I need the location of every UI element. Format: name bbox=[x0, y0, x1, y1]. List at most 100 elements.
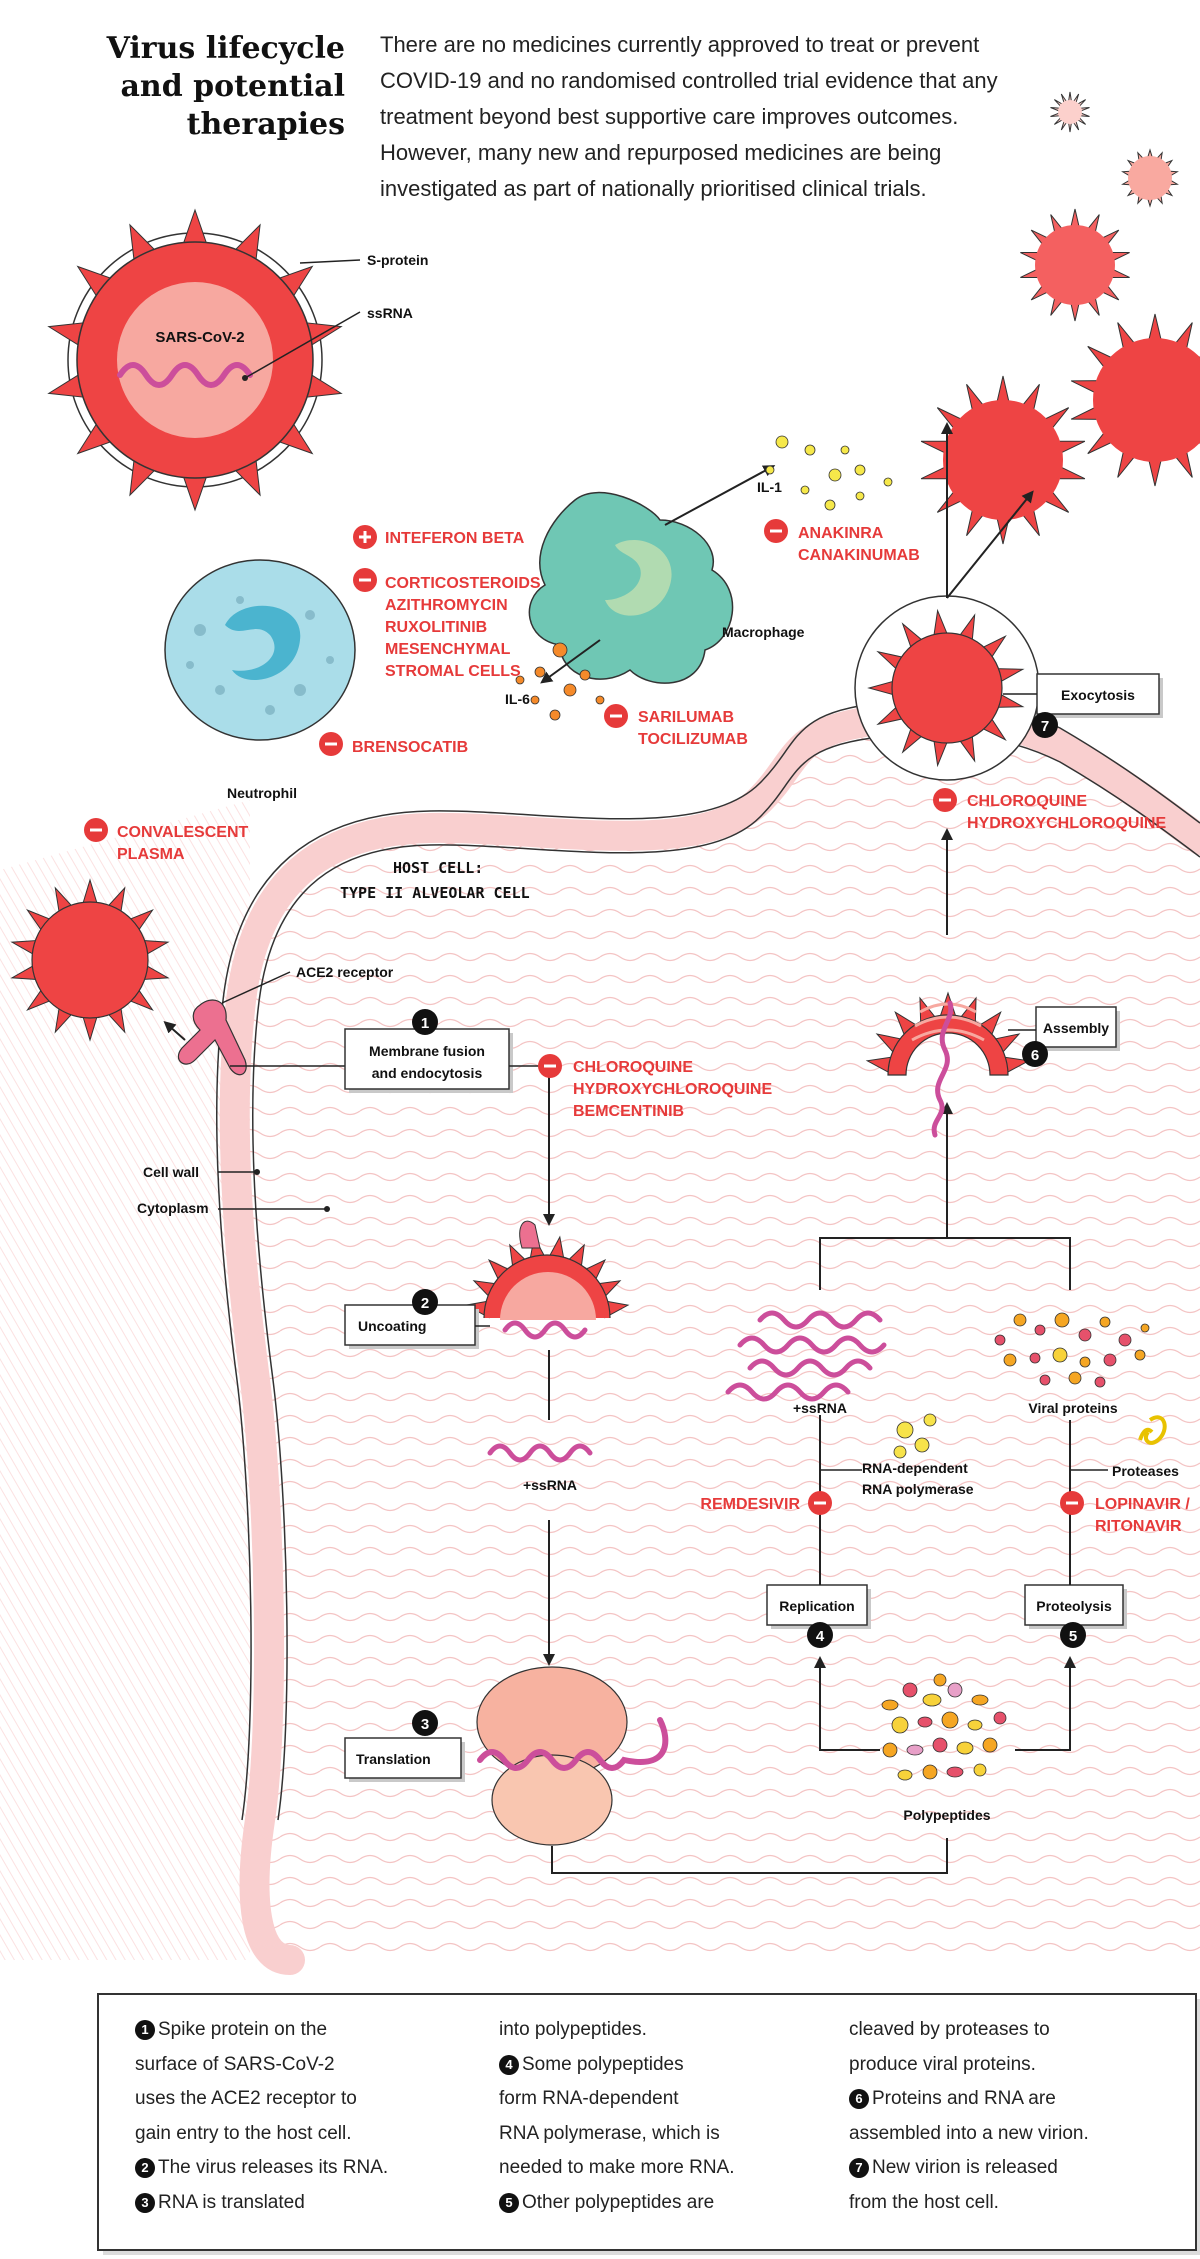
particle bbox=[923, 1413, 937, 1427]
particle bbox=[854, 464, 866, 476]
particle bbox=[994, 1334, 1006, 1346]
particle bbox=[947, 1682, 963, 1698]
particle bbox=[881, 1699, 899, 1711]
step-2-box bbox=[344, 1304, 476, 1346]
legend-text: Proteins and RNA are bbox=[872, 2088, 1056, 2109]
drug-ritonavir: RITONAVIR bbox=[1095, 1518, 1182, 1535]
ace2-label: ACE2 receptor bbox=[296, 964, 394, 980]
step-7-number-text: 7 bbox=[1041, 718, 1049, 735]
step-5-box bbox=[1024, 1584, 1124, 1626]
uncoating-virion bbox=[464, 1220, 630, 1340]
viral-proteins-label: Viral proteins bbox=[1028, 1400, 1117, 1416]
step-4-box bbox=[766, 1584, 868, 1626]
step-6-box bbox=[1035, 1006, 1117, 1048]
legend-text: surface of SARS-CoV-2 bbox=[135, 2053, 335, 2075]
particle bbox=[1103, 1353, 1117, 1367]
proteases-label: Proteases bbox=[1112, 1463, 1179, 1479]
il1-label: IL-1 bbox=[757, 479, 782, 495]
particle bbox=[946, 1766, 964, 1778]
legend-column-3: cleaved by proteases to produce viral pro… bbox=[849, 2013, 1089, 2220]
host-cell-title-2: TYPE II ALVEOLAR CELL bbox=[340, 884, 530, 902]
particle bbox=[530, 695, 540, 705]
legend-text: cleaved by proteases to bbox=[849, 2019, 1050, 2040]
drug-cortico-4: MESENCHYMAL bbox=[385, 641, 511, 658]
legend-step-number: 7 bbox=[849, 2158, 869, 2178]
assembly-virion bbox=[865, 991, 1031, 1138]
legend-text: Other polypeptides are bbox=[522, 2191, 715, 2213]
legend-line: cleaved by proteases to bbox=[849, 2013, 1089, 2048]
particle bbox=[579, 669, 591, 681]
small-virion bbox=[1050, 91, 1090, 133]
small-virion-body bbox=[1128, 156, 1172, 200]
particle bbox=[1078, 1328, 1092, 1342]
particle bbox=[922, 1764, 938, 1780]
step-6-label: Assembly bbox=[1043, 1020, 1109, 1036]
legend-text: produce viral proteins. bbox=[849, 2053, 1036, 2075]
therapy-plasma: CONVALESCENT PLASMA bbox=[84, 818, 248, 863]
therapy-sarilumab: SARILUMAB TOCILIZUMAB bbox=[604, 704, 748, 748]
particle bbox=[824, 499, 836, 511]
particle bbox=[897, 1769, 913, 1781]
therapy-brensocatib: BRENSOCATIB bbox=[319, 732, 468, 756]
legend-step-number: 2 bbox=[135, 2158, 155, 2178]
particle bbox=[515, 675, 525, 685]
polypeptides-label: Polypeptides bbox=[903, 1807, 990, 1823]
legend-step-number: 5 bbox=[499, 2192, 519, 2213]
particle bbox=[1029, 1352, 1041, 1364]
protease-icon bbox=[1138, 1415, 1167, 1445]
particle bbox=[891, 1716, 909, 1734]
particle bbox=[775, 435, 789, 449]
step-1-label-2: and endocytosis bbox=[372, 1065, 483, 1081]
particle bbox=[800, 485, 810, 495]
particle bbox=[902, 1682, 918, 1698]
step-7-box bbox=[1036, 673, 1160, 715]
therapy-remdesivir: REMDESIVIR bbox=[700, 1491, 832, 1515]
particle bbox=[1140, 1323, 1150, 1333]
legend-line: uses the ACE2 receptor to bbox=[135, 2082, 388, 2117]
particle bbox=[967, 1719, 983, 1731]
drug-chloroquine-entry-2: HYDROXYCHLOROQUINE bbox=[573, 1081, 772, 1098]
drug-anakinra: ANAKINRA bbox=[798, 525, 884, 542]
therapy-interferon: INTEFERON BETA bbox=[353, 525, 525, 549]
drug-canakinumab: CANAKINUMAB bbox=[798, 547, 920, 564]
entry-virion bbox=[10, 878, 170, 1042]
step-2-label: Uncoating bbox=[358, 1318, 426, 1334]
legend-text: RNA polymerase, which is bbox=[499, 2122, 720, 2144]
legend-line: into polypeptides. bbox=[499, 2013, 735, 2048]
legend-text: form RNA-dependent bbox=[499, 2088, 679, 2109]
legend-step-number: 6 bbox=[849, 2089, 869, 2109]
ace2-receptor bbox=[177, 999, 247, 1076]
exocytosis-vesicle bbox=[854, 595, 1040, 781]
particle bbox=[552, 642, 568, 658]
particle bbox=[956, 1741, 974, 1755]
small-virion bbox=[1020, 208, 1130, 322]
drug-sarilumab: SARILUMAB bbox=[638, 709, 734, 726]
legend-line: needed to make more RNA. bbox=[499, 2151, 735, 2186]
particle bbox=[534, 666, 546, 678]
legend-line: RNA polymerase, which is bbox=[499, 2117, 735, 2152]
step-4-label: Replication bbox=[779, 1598, 854, 1614]
particle bbox=[1068, 1371, 1082, 1385]
drug-tocilizumab: TOCILIZUMAB bbox=[638, 731, 748, 748]
drug-plasma: PLASMA bbox=[117, 846, 185, 863]
viral-proteins-cluster bbox=[994, 1312, 1150, 1388]
legend-text: gain entry to the host cell. bbox=[135, 2122, 352, 2144]
spike bbox=[1068, 122, 1072, 133]
step-5-label: Proteolysis bbox=[1036, 1598, 1112, 1614]
particle bbox=[1013, 1313, 1027, 1327]
ssrna-right-label: +ssRNA bbox=[793, 1400, 847, 1416]
therapy-lopinavir: LOPINAVIR / RITONAVIR bbox=[1060, 1491, 1190, 1535]
particle bbox=[1118, 1333, 1132, 1347]
legend-step-number: 4 bbox=[499, 2054, 519, 2075]
particle bbox=[1134, 1349, 1146, 1361]
drug-interferon: INTEFERON BETA bbox=[385, 530, 525, 547]
virus-name-label: SARS-CoV-2 bbox=[155, 329, 244, 346]
particle bbox=[855, 491, 865, 501]
drug-lopinavir: LOPINAVIR / bbox=[1095, 1496, 1190, 1513]
ssrna-mid-strand bbox=[487, 1443, 593, 1463]
intro-line-5: investigated as part of nationally prior… bbox=[380, 176, 927, 201]
